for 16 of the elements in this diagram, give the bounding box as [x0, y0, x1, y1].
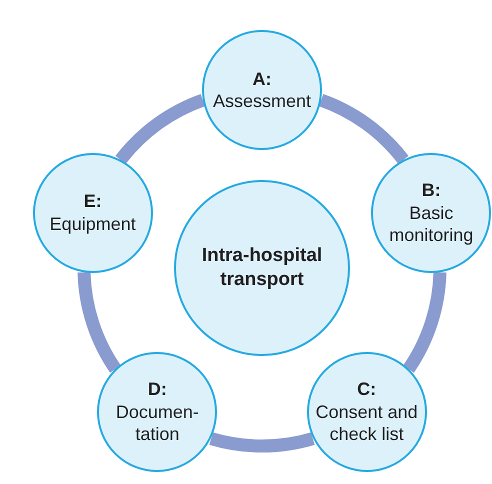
- ring-connector: [78, 272, 122, 372]
- node-label: Assessment: [212, 90, 312, 112]
- ring-connector: [402, 272, 446, 372]
- node-heading: E:: [84, 190, 102, 213]
- node-heading: D:: [148, 378, 167, 401]
- node-heading: A:: [252, 68, 272, 90]
- node-label: Consent and check list: [314, 400, 419, 446]
- node-label: Documen- tation: [114, 400, 200, 446]
- node-label: Basic monitoring: [388, 202, 474, 247]
- node-label: Equipment: [50, 212, 136, 236]
- node-heading: C:: [357, 378, 376, 401]
- node-heading: B:: [422, 179, 441, 202]
- ring-connector: [210, 432, 314, 452]
- ring-connector: [318, 94, 408, 164]
- node-label: Intra-hospital transport: [200, 244, 324, 292]
- ring-connector: [116, 94, 206, 164]
